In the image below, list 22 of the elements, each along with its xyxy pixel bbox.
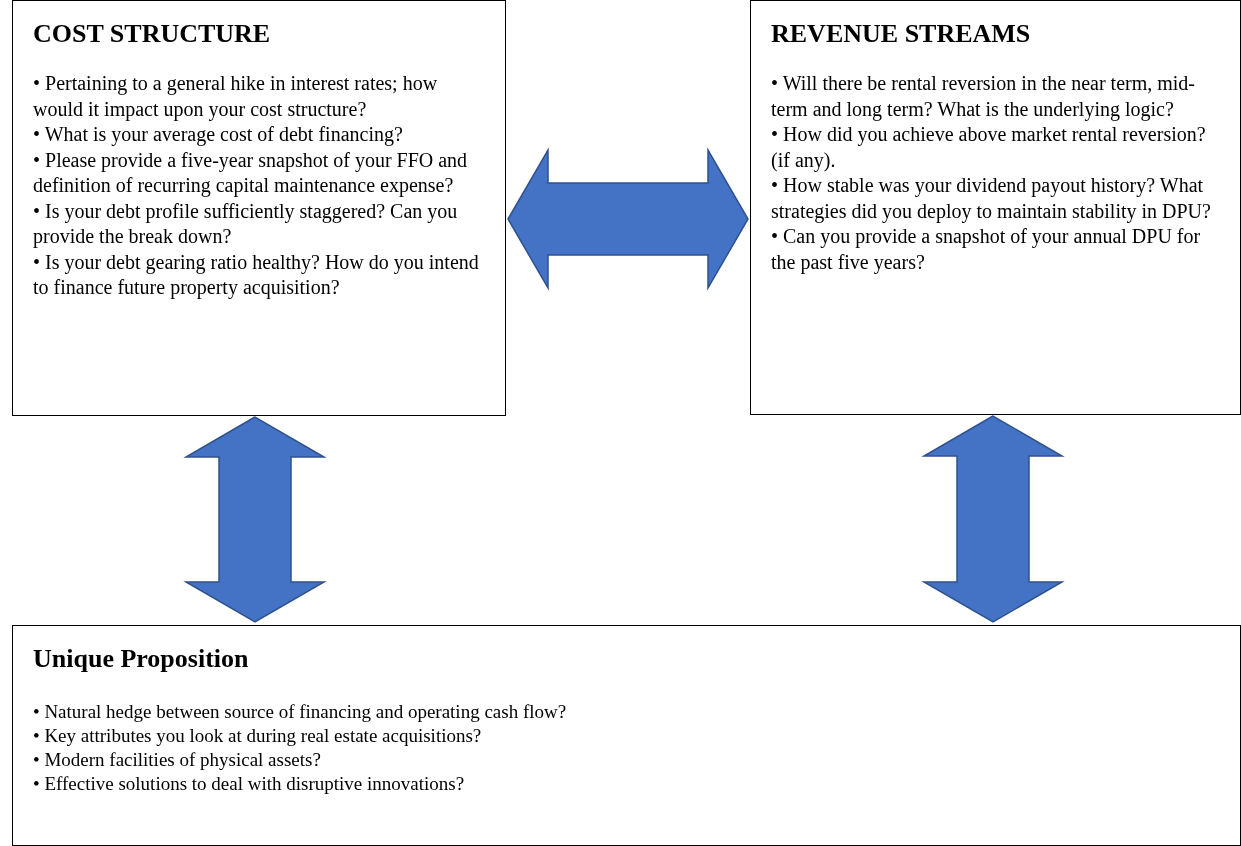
bullet-text: • Is your debt profile sufficiently staggered? Can you provide the break down? [33,198,459,250]
bullet-text: • Natural hedge between source of financing and operating cash flow? [33,700,568,724]
bullet-text: • How did you achieve above market rental reversion? (if any). [771,122,1207,173]
bullet-text: • Pertaining to a general hike in interest rates; how would it impact upon your cost structure? [33,71,439,122]
bullet-text: • Effective solutions to deal with disruptive innovations? [33,772,466,796]
box-heading: REVENUE STREAMS [771,18,1032,50]
bullet-text: • Modern facilities of physical assets? [33,748,322,772]
double-arrow [507,147,749,291]
double-arrow [183,416,327,623]
box-heading: COST STRUCTURE [33,18,272,50]
text-box [12,625,1241,846]
bullet-text: • Can you provide a snapshot of your annual DPU for the past five years? [771,224,1202,275]
text-box [12,0,506,416]
bullet-text: • Will there be rental reversion in the near term, mid-term and long term? What is the underlying logic? [771,71,1196,122]
bullet-text: • How stable was your dividend payout history? What strategies did you deploy to maintain stability in DPU? [771,173,1212,224]
bullet-text: • Is your debt gearing ratio healthy? How do you intend to finance future property acquisition? [33,249,480,301]
text-box [750,0,1241,415]
bullet-text: • Key attributes you look at during real estate acquisitions? [33,724,483,748]
bullet-text: • Please provide a five-year snapshot of your FFO and definition of recurring capital maintenance expense? [33,147,469,199]
bullet-text: • What is your average cost of debt financing? [33,122,404,148]
double-arrow [921,415,1065,623]
box-heading: Unique Proposition [33,643,250,675]
